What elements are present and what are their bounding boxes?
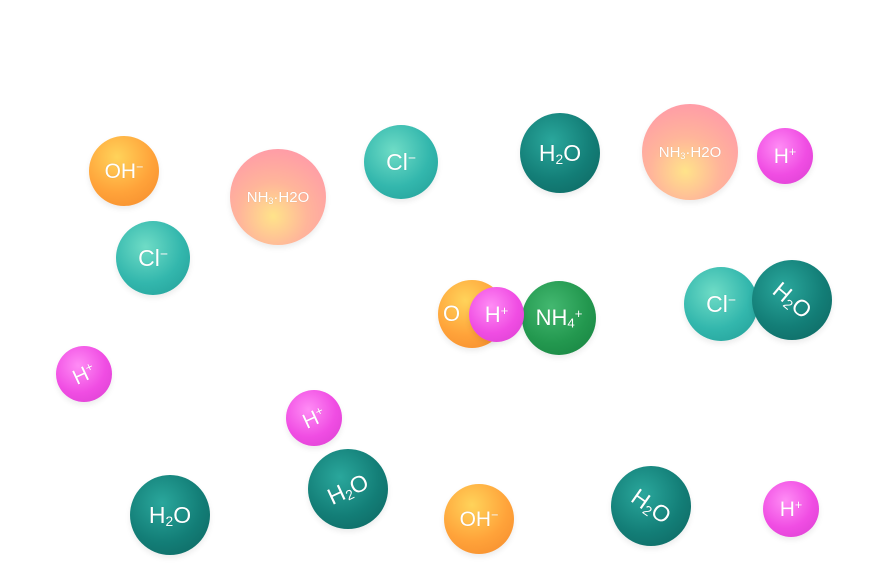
hydroxide-ion-label: OH− xyxy=(104,159,144,183)
ammonia-hydrate-molecule: NH3·H2O xyxy=(642,104,738,200)
ammonia-hydrate-label: NH3·H2O xyxy=(658,143,722,161)
hydrogen-ion-label: H+ xyxy=(779,497,803,521)
hydrogen-ion-label: H+ xyxy=(773,144,797,168)
water-molecule-label: H2O xyxy=(626,482,677,529)
chloride-ion: Cl− xyxy=(116,221,190,295)
water-molecule-label: H2O xyxy=(148,501,192,529)
ammonium-ion: NH4+ xyxy=(522,281,596,355)
chloride-ion: Cl− xyxy=(364,125,438,199)
ammonia-hydrate-label: NH3·H2O xyxy=(246,188,310,206)
hydrogen-ion: H+ xyxy=(469,287,524,342)
ammonia-hydrate-molecule: NH3·H2O xyxy=(230,149,326,245)
ammonium-ion-label: NH4+ xyxy=(535,305,583,331)
hydrogen-ion: H+ xyxy=(56,346,112,402)
hydrogen-ion: H+ xyxy=(763,481,819,537)
hydrogen-ion-label: H+ xyxy=(68,358,96,390)
water-molecule-label: H2O xyxy=(323,467,373,510)
chloride-ion-label: Cl− xyxy=(138,244,168,271)
chloride-ion: Cl− xyxy=(684,267,758,341)
hydrogen-ion: H+ xyxy=(757,128,813,184)
hydroxide-ion-label-partial: O xyxy=(443,301,461,326)
hydrogen-ion-label: H+ xyxy=(298,402,326,434)
water-molecule: H2O xyxy=(308,449,388,529)
water-molecule: H2O xyxy=(752,260,832,340)
hydroxide-ion: OH− xyxy=(89,136,159,206)
chloride-ion-label: Cl− xyxy=(706,290,736,317)
water-molecule: H2O xyxy=(130,475,210,555)
hydroxide-ion: OH− xyxy=(444,484,514,554)
water-molecule-label: H2O xyxy=(538,139,582,167)
chloride-ion-label: Cl− xyxy=(386,148,416,175)
hydroxide-ion-label: OH− xyxy=(459,507,499,531)
water-molecule-label: H2O xyxy=(767,276,817,324)
water-molecule: H2O xyxy=(611,466,691,546)
hydrogen-ion-label: H+ xyxy=(484,301,509,327)
water-molecule: H2O xyxy=(520,113,600,193)
hydrogen-ion: H+ xyxy=(286,390,342,446)
